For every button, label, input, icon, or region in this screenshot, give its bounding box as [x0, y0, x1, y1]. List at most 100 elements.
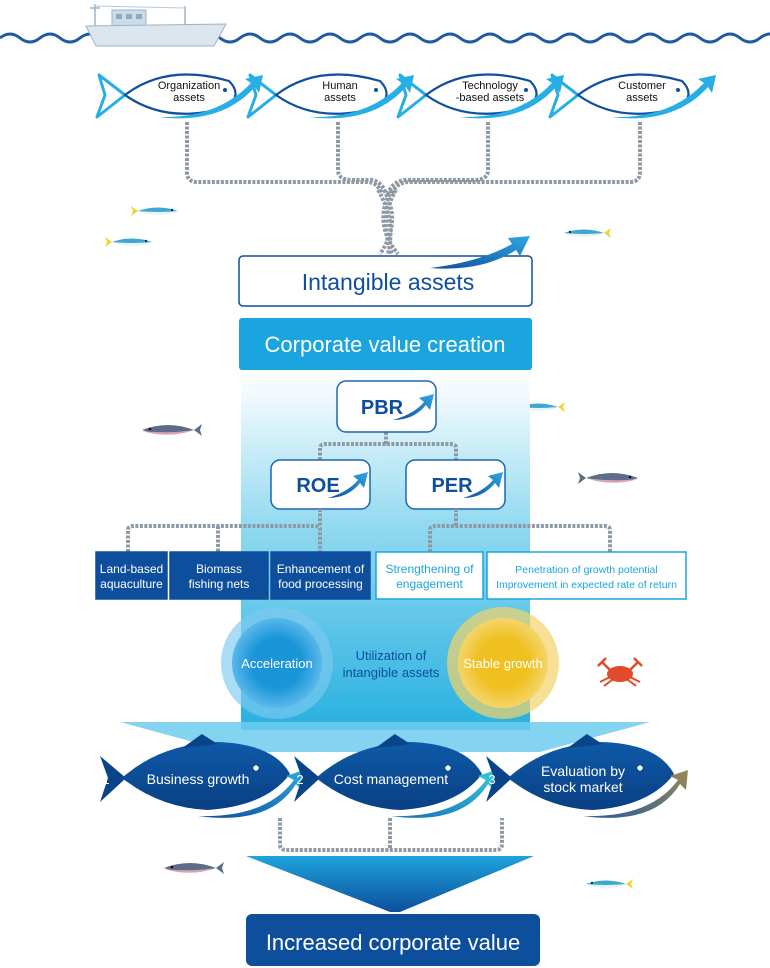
rope-network-bottom	[278, 818, 504, 852]
fish-eye-icon	[524, 88, 528, 92]
small-fish-icon	[105, 237, 152, 247]
salmon-icon	[164, 862, 224, 874]
driver-number: 3	[488, 772, 495, 787]
initiative-label-line: Penetration of growth potential	[515, 564, 657, 576]
fish-eye-icon	[676, 88, 680, 92]
capital-label-line: -based assets	[456, 92, 525, 104]
fish-tail-icon	[486, 756, 512, 802]
initiative-label-line: Strengthening of	[385, 562, 474, 576]
growth-arrow-icon	[328, 472, 368, 498]
intangible-assets-label: Intangible assets	[302, 269, 475, 295]
rope-network-initiatives	[126, 509, 612, 552]
fish-tail-icon	[548, 73, 580, 119]
driver-label-line: Evaluation by	[541, 763, 625, 779]
utilization-line-2: intangible assets	[343, 665, 440, 680]
fishing-boat-icon	[85, 4, 227, 47]
utilization-line-1: Utilization of	[356, 648, 427, 663]
growth-swoosh-icon	[198, 770, 304, 818]
small-fish-icon	[131, 206, 178, 216]
acceleration-label: Acceleration	[241, 656, 313, 671]
increased-corporate-value-bar: Increased corporate value	[246, 914, 540, 966]
corporate-value-creation-bar: Corporate value creation	[239, 318, 532, 370]
acceleration-circle: Acceleration	[221, 607, 333, 719]
fish-body-icon	[316, 742, 482, 810]
small-fish-icon	[586, 879, 633, 889]
fish-fin-icon	[182, 734, 218, 748]
roe-label: ROE	[296, 475, 339, 497]
initiative-label-line: fishing nets	[189, 577, 250, 591]
stable-growth-label: Stable growth	[463, 656, 543, 671]
initiative-label-line: Land-based	[100, 562, 163, 576]
intangible-assets-box: Intangible assets	[238, 236, 533, 307]
driver-number: 2	[296, 772, 303, 787]
initiative-label-line: Enhancement of	[277, 562, 365, 576]
capital-label-line: assets	[324, 92, 356, 104]
growth-swoosh-icon	[391, 770, 496, 818]
driver-fish-0: 1 Business growth	[100, 734, 304, 818]
initiative-label-line: aquaculture	[100, 577, 163, 591]
stable-growth-circle: Stable growth	[447, 607, 559, 719]
per-label: PER	[431, 475, 473, 497]
initiative-label-line: engagement	[396, 577, 463, 591]
fish-outline-icon	[576, 73, 690, 115]
capital-label-line: Technology	[462, 80, 518, 92]
fish-tail-icon	[294, 756, 320, 802]
pbr-label: PBR	[361, 397, 404, 419]
fish-eye-icon	[374, 88, 378, 92]
driver-fish-group: 1 Business growth 2 Cost management 3 Evaluat…	[100, 734, 688, 818]
growth-swoosh-icon	[610, 75, 716, 119]
capital-label-line: assets	[626, 92, 658, 104]
driver-label-line: Cost management	[334, 771, 449, 787]
corporate-value-creation-label: Corporate value creation	[265, 332, 506, 357]
capital-label-line: assets	[173, 92, 205, 104]
salmon-icon	[142, 424, 202, 436]
fish-body-icon	[508, 742, 674, 810]
fish-outline-icon	[274, 73, 388, 115]
rope-network-middle	[318, 432, 458, 460]
fish-tail-icon	[246, 73, 278, 119]
fish-tail-icon	[100, 756, 126, 802]
capital-label-line: Human	[322, 80, 357, 92]
crab-icon	[597, 657, 643, 687]
capital-label-line: Organization	[158, 80, 220, 92]
driver-label-line: Business growth	[147, 771, 250, 787]
fish-tail-icon	[95, 73, 127, 119]
initiative-box-4: Penetration of growth potentialImproveme…	[486, 551, 687, 600]
fish-fin-icon	[375, 734, 411, 748]
pbr-box: PBR	[336, 380, 437, 433]
fish-outline-icon	[123, 73, 237, 115]
capital-fish-group: OrganizationassetsHumanassetsTechnology-…	[95, 73, 716, 119]
initiative-label-line: food processing	[278, 577, 363, 591]
small-fish-icon	[564, 228, 611, 238]
fish-tail-icon	[396, 73, 428, 119]
fish-outline-icon	[424, 73, 538, 115]
rope-network-top	[185, 122, 642, 256]
per-box: PER	[405, 459, 506, 510]
capital-label-line: Customer	[618, 80, 666, 92]
driver-fish-1: 2 Cost management	[294, 734, 496, 818]
initiative-label-line: Biomass	[196, 562, 242, 576]
growth-arrow-icon	[393, 394, 434, 420]
growth-swoosh-icon	[583, 770, 688, 818]
growth-arrow-icon	[463, 472, 503, 498]
fish-eye-icon	[223, 88, 227, 92]
fish-eye-icon	[253, 765, 259, 771]
salmon-icon	[578, 472, 638, 484]
fish-fin-icon	[567, 734, 603, 748]
driver-number: 1	[102, 772, 109, 787]
fish-eye-icon	[637, 765, 643, 771]
funnel-arrow	[246, 856, 534, 912]
increased-corporate-value-label: Increased corporate value	[266, 930, 520, 955]
roe-box: ROE	[270, 459, 371, 510]
